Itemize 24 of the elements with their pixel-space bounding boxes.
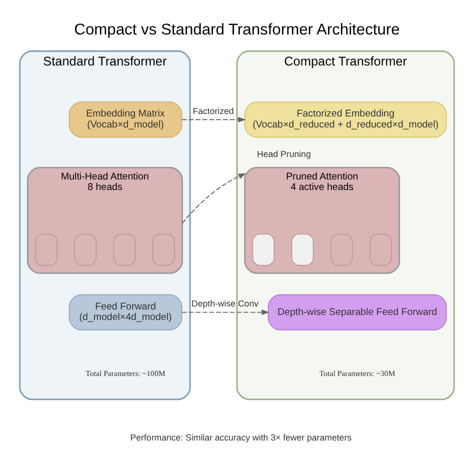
edge-label: Factorized <box>192 106 234 116</box>
node-box: Feed Forward (d_model×4d_model) <box>68 294 182 330</box>
diagram-title: Compact vs Standard Transformer Architecture <box>74 21 400 38</box>
edge-label: Depth-wise Conv <box>192 298 259 309</box>
node-box <box>291 234 314 266</box>
label: Performance: Similar accuracy with 3× fewer parameters <box>130 432 352 443</box>
node-box: Factorized Embedding (Vocab×d_reduced + d_reduced×d_model) <box>244 102 447 138</box>
arrow <box>182 173 246 224</box>
label: Total Parameters: ~100M <box>86 368 166 378</box>
cluster: Pruned Attention 4 active heads <box>244 166 400 274</box>
node-box <box>152 234 175 266</box>
edge-label: Head Pruning <box>257 148 311 159</box>
cluster: Multi-Head Attention 8 heads <box>26 166 183 274</box>
node-box <box>35 234 58 266</box>
arrow <box>181 116 246 122</box>
node-box: Embedding Matrix (Vocab×d_model) <box>68 102 182 138</box>
label: Total Parameters: ~30M <box>319 368 396 378</box>
node-box <box>370 234 392 266</box>
arrow <box>181 310 270 316</box>
node-box <box>113 234 136 266</box>
node-box <box>330 234 353 266</box>
node-box: Depth-wise Separable Feed Forward <box>268 294 447 330</box>
node-box <box>252 234 275 266</box>
node-box <box>74 234 97 266</box>
